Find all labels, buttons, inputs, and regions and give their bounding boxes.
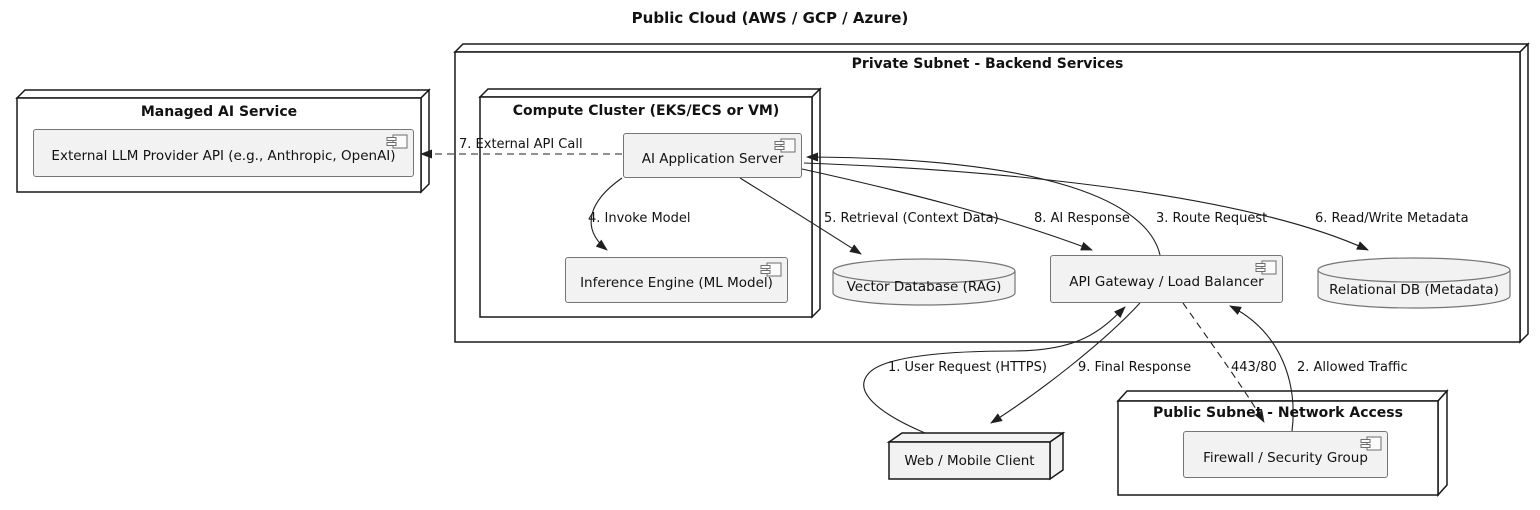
diagram-title: Public Cloud (AWS / GCP / Azure) [631,9,909,27]
component-icon [774,138,796,153]
compute-cluster-title: Compute Cluster (EKS/ECS or VM) [512,103,780,119]
api-gateway-label: API Gateway / Load Balancer [1069,274,1264,290]
firewall-label: Firewall / Security Group [1203,449,1368,466]
public-subnet-title: Public Subnet - Network Access [1153,405,1403,421]
edge-read-write-metadata [803,162,1369,251]
ai-application-server-label: AI Application Server [641,150,784,167]
component-icon [760,262,782,277]
edge-label-read-write-metadata: 6. Read/Write Metadata [1315,211,1469,226]
vector-database-cylinder [832,258,1016,306]
inference-engine-component: Inference Engine (ML Model) [565,257,788,303]
web-mobile-client-label: Web / Mobile Client [904,452,1035,469]
edge-retrieval [739,177,862,255]
relational-db-label: Relational DB (Metadata) [1329,282,1499,298]
component-icon [386,134,408,149]
edge-label-user-request: 1. User Request (HTTPS) [888,360,1047,375]
web-mobile-client-node [886,431,1066,481]
edge-allowed-traffic [1229,305,1294,432]
api-gateway-component: API Gateway / Load Balancer [1050,255,1283,303]
external-llm-provider-component: External LLM Provider API (e.g., Anthrop… [33,129,414,177]
private-subnet-title: Private Subnet - Backend Services [851,56,1124,72]
edge-label-allowed-traffic: 2. Allowed Traffic [1297,360,1408,375]
external-llm-provider-label: External LLM Provider API (e.g., Anthrop… [51,148,396,164]
component-icon [1360,436,1382,451]
edge-invoke-model [590,177,623,251]
inference-engine-label: Inference Engine (ML Model) [580,275,773,291]
edge-user-request [863,306,1126,434]
relational-db-cylinder [1317,257,1511,309]
edge-label-external-api-call: 7. External API Call [459,137,583,152]
edge-label-ai-response: 8. AI Response [1034,211,1130,226]
edge-final-response [990,302,1141,424]
vector-database-label: Vector Database (RAG) [846,279,1002,295]
edge-443-80 [1182,302,1265,423]
ai-application-server-component: AI Application Server [623,133,802,178]
edge-label-route-request: 3. Route Request [1156,211,1268,226]
managed-ai-service-title: Managed AI Service [140,104,298,120]
component-icon [1255,260,1277,275]
firewall-component: Firewall / Security Group [1183,431,1388,478]
edge-label-443-80: 443/80 [1231,360,1277,375]
edge-route-request [806,152,1161,256]
edge-label-final-response: 9. Final Response [1078,360,1192,375]
edge-ai-response [801,168,1093,251]
edge-label-invoke-model: 4. Invoke Model [588,211,691,226]
edge-label-retrieval: 5. Retrieval (Context Data) [824,211,999,226]
